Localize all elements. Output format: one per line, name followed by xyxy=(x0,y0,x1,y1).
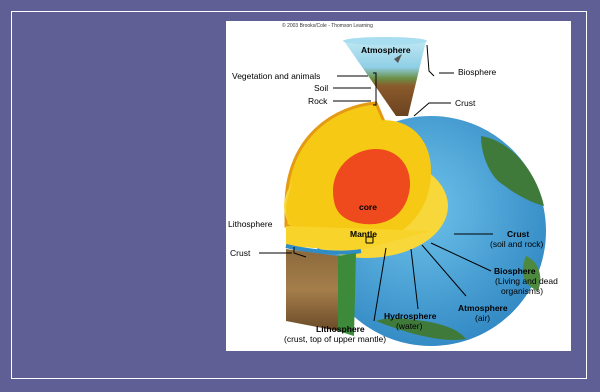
label-biosphere-right: Biosphere xyxy=(494,267,536,276)
label-vegetation: Vegetation and animals xyxy=(232,72,320,81)
label-lithosphere-bottom-sub: (crust, top of upper mantle) xyxy=(284,335,386,344)
label-atmosphere-top: Atmosphere xyxy=(361,46,411,55)
label-biosphere-top: Biosphere xyxy=(458,68,496,77)
label-hydrosphere-sub: (water) xyxy=(396,322,422,331)
label-lithosphere-left: Lithosphere xyxy=(228,220,272,229)
label-atmosphere-bottom: Atmosphere xyxy=(458,304,508,313)
crust-cliff xyxy=(286,249,338,331)
label-lithosphere-bottom: Lithosphere xyxy=(316,325,365,334)
label-biosphere-right-sub2: organisms) xyxy=(501,287,543,296)
label-crust-right-sub: (soil and rock) xyxy=(490,240,543,249)
label-soil: Soil xyxy=(314,84,328,93)
label-crust-top: Crust xyxy=(455,99,475,108)
label-hydrosphere: Hydrosphere xyxy=(384,312,436,321)
label-rock: Rock xyxy=(308,97,327,106)
label-atmosphere-bottom-sub: (air) xyxy=(475,314,490,323)
label-crust-right: Crust xyxy=(507,230,529,239)
label-biosphere-right-sub1: (Living and dead xyxy=(495,277,558,286)
label-core: core xyxy=(359,203,377,212)
label-crust-left: Crust xyxy=(230,249,250,258)
column-top xyxy=(343,37,427,45)
label-mantle: Mantle xyxy=(350,230,377,239)
earth-diagram-panel: © 2003 Brooks/Cole - Thomson Learning xyxy=(226,21,571,351)
